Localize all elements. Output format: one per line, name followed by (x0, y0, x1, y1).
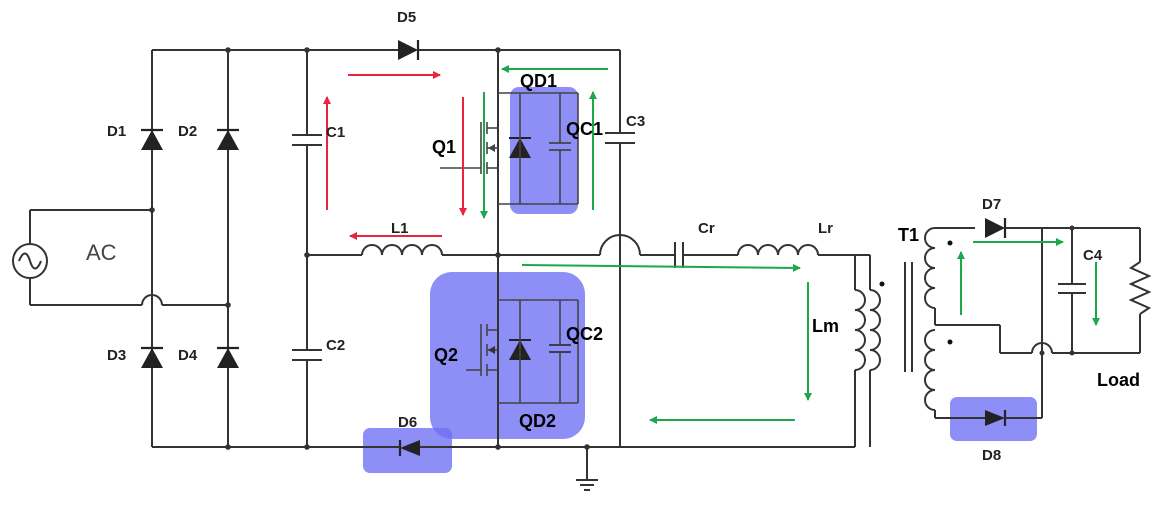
ac-source (12, 209, 228, 306)
q1-label: Q1 (432, 137, 456, 157)
lm-label: Lm (812, 316, 839, 336)
l1-inductor (361, 244, 443, 256)
c2-label: C2 (326, 337, 345, 354)
qd1-label: QD1 (520, 71, 557, 91)
green-current-arrows (480, 65, 1100, 424)
d8-label: D8 (982, 447, 1001, 464)
transformer-primary (854, 255, 885, 447)
c3-label: C3 (626, 113, 645, 130)
load-label: Load (1097, 370, 1140, 390)
d1-diode (141, 128, 163, 150)
d4-label: D4 (178, 347, 198, 364)
c1-label: C1 (326, 124, 345, 141)
d7-diode (985, 218, 1140, 238)
output-stage (1052, 225, 1152, 356)
d6-diode (376, 440, 420, 456)
c1-c2-column (292, 50, 322, 447)
ground-symbol (576, 447, 598, 491)
d2-diode (217, 128, 239, 150)
d4-diode (217, 346, 239, 368)
c3-capacitor (605, 50, 635, 447)
d7-label: D7 (982, 196, 1001, 213)
resonant-tank (498, 234, 870, 268)
qc2-label: QC2 (566, 324, 603, 344)
transformer-secondary (924, 227, 1053, 419)
lr-label: Lr (818, 220, 833, 237)
qc1-label: QC1 (566, 119, 603, 139)
ac-label: AC (86, 240, 117, 265)
d2-label: D2 (178, 123, 197, 140)
d3-label: D3 (107, 347, 126, 364)
q2-highlight (430, 272, 585, 439)
q1-mosfet (440, 92, 579, 205)
d3-diode (141, 346, 163, 368)
d5-diode (398, 40, 420, 60)
c4-label: C4 (1083, 247, 1103, 264)
l1-label: L1 (391, 220, 409, 237)
bridge-rectifier (141, 50, 239, 447)
d5-label: D5 (397, 9, 416, 26)
qd2-label: QD2 (519, 411, 556, 431)
qd1-highlight (510, 87, 578, 214)
d8-diode (985, 228, 1045, 426)
q2-mosfet (466, 299, 579, 404)
t1-label: T1 (898, 225, 919, 245)
d6-label: D6 (398, 414, 417, 431)
d1-label: D1 (107, 123, 126, 140)
q2-label: Q2 (434, 345, 458, 365)
cr-label: Cr (698, 220, 715, 237)
red-current-arrows (323, 71, 467, 240)
